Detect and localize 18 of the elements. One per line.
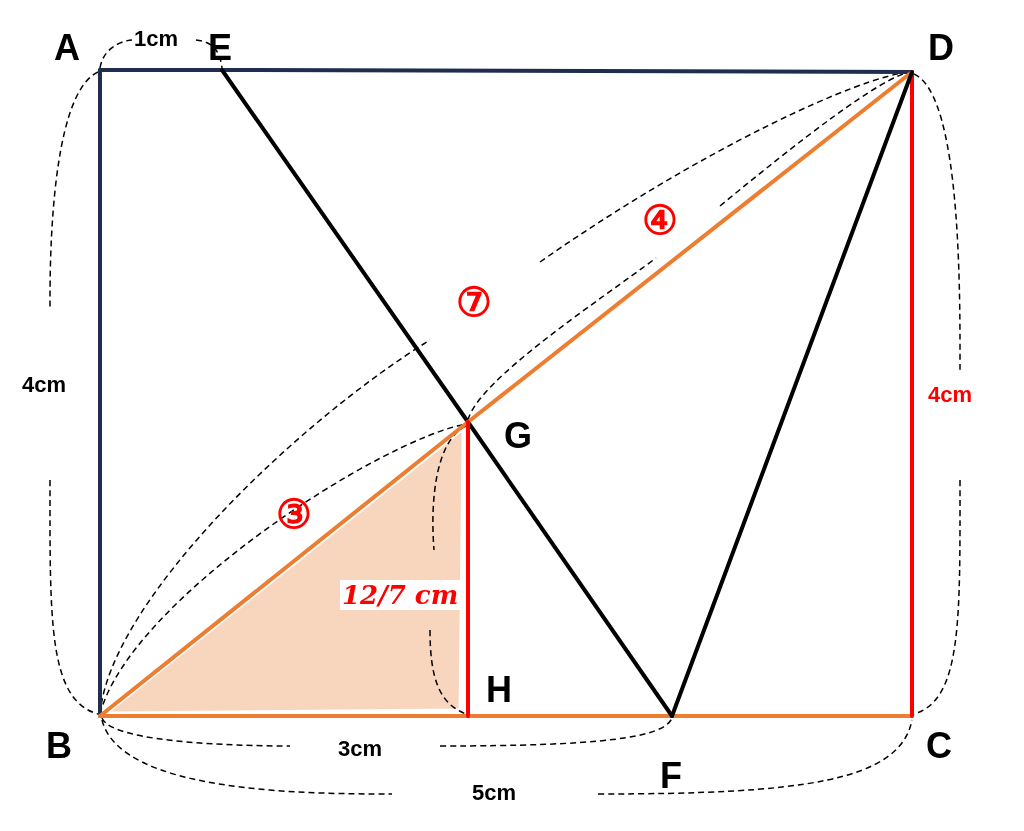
point-label: D: [908, 28, 956, 76]
point-label: G: [464, 416, 532, 456]
line-segment: [220, 68, 914, 74]
point-label: A: [54, 28, 104, 74]
line-segment: [220, 68, 470, 424]
line-segment: [670, 70, 914, 718]
point-label: B: [46, 712, 104, 766]
ratio-number: ④: [641, 198, 679, 242]
ratio-number: ③: [275, 492, 313, 536]
fraction-label: 12/7 cm: [340, 580, 461, 610]
line-segment: [910, 70, 914, 718]
point-label: F: [660, 712, 688, 796]
line-segment: [466, 420, 470, 718]
line-segment: [98, 68, 102, 718]
ratio-number: ⑦: [455, 280, 493, 324]
point-label: H: [464, 670, 514, 720]
point-label: C: [908, 712, 954, 766]
point-label: E: [208, 28, 236, 74]
